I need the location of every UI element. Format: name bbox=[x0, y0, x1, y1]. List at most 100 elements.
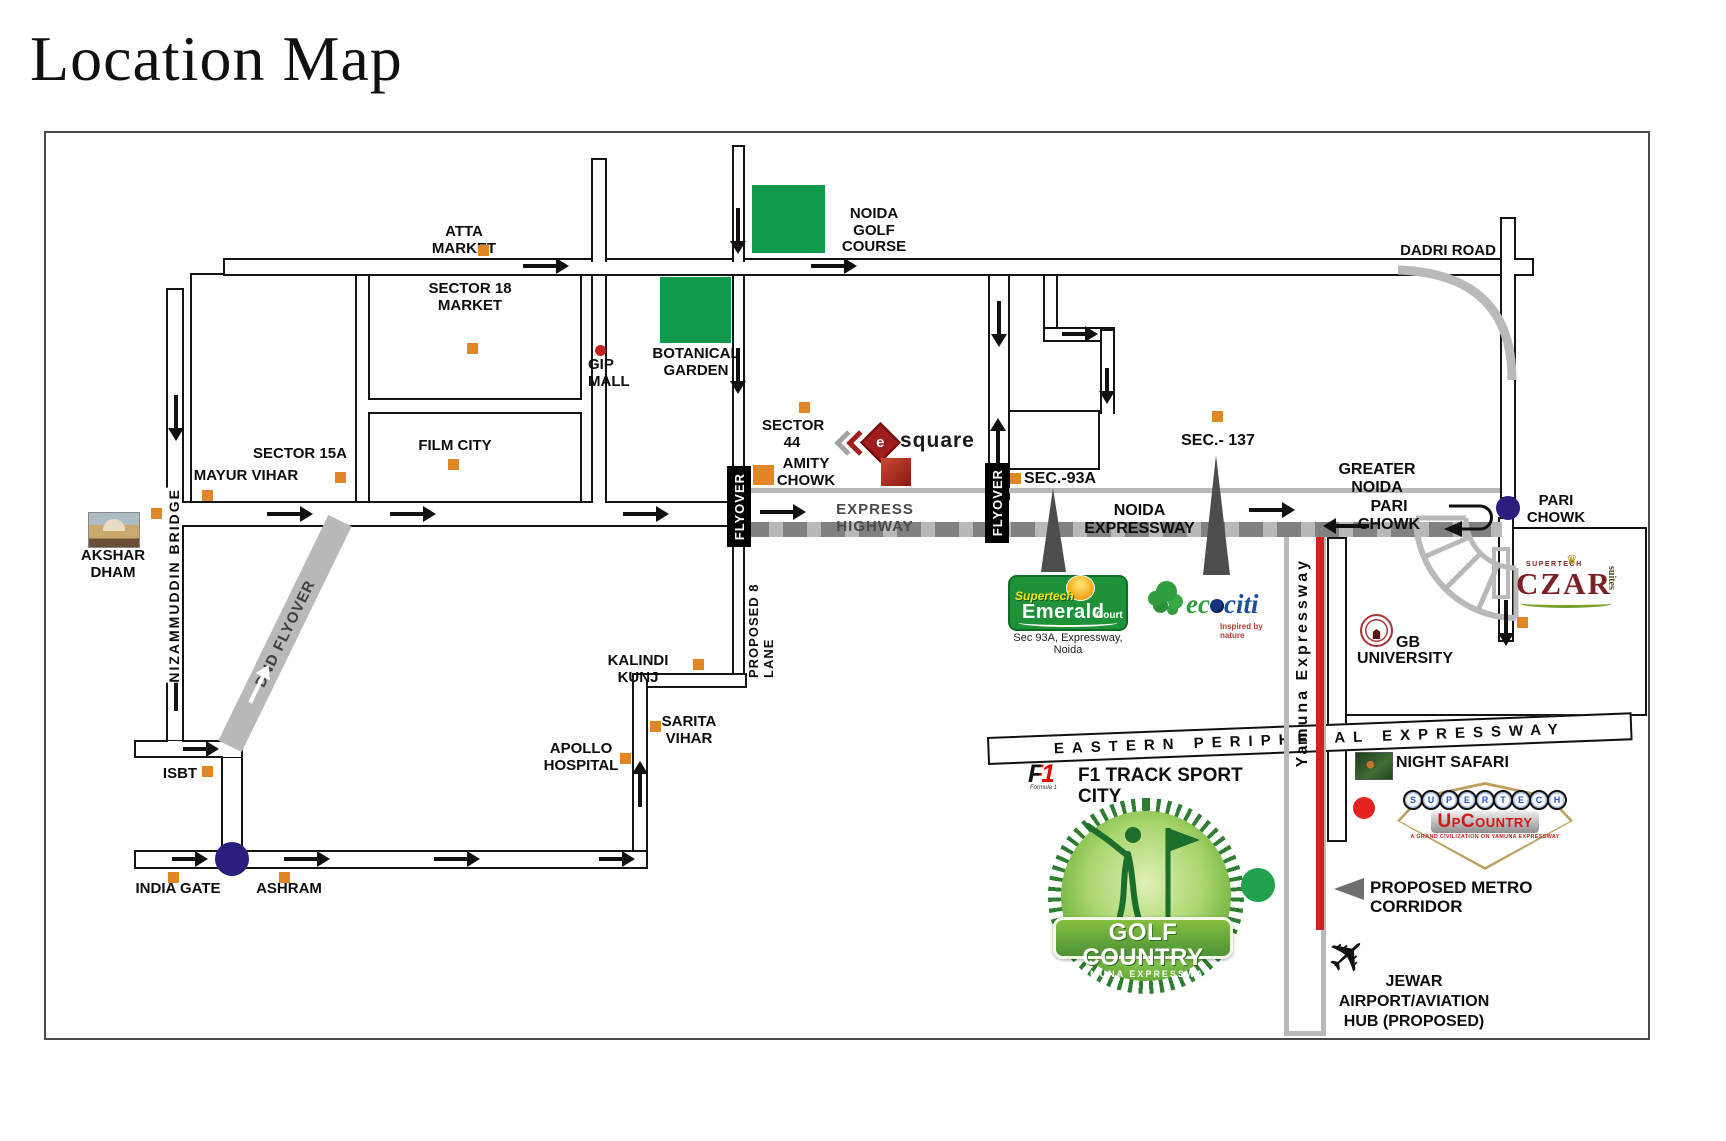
ecociti-tagline: Inspired by nature bbox=[1220, 622, 1263, 640]
label-sec137: SEC.- 137 bbox=[1181, 432, 1255, 449]
right-arrow-icon bbox=[434, 851, 480, 867]
yamuna-label: Yamuna Expressway bbox=[1294, 557, 1311, 768]
upcountry-letter: E bbox=[1457, 790, 1477, 810]
gb-building-icon bbox=[1372, 629, 1381, 639]
india-gate-marker bbox=[168, 872, 179, 883]
upcountry-letter: R bbox=[1475, 790, 1495, 810]
apollo-hospital-marker bbox=[620, 753, 631, 764]
right-arrow-icon bbox=[267, 506, 313, 522]
label-proposed-8-lane: PROPOSED 8 LANE bbox=[746, 583, 776, 678]
nizammuddin-label-box: NIZAMMUDDIN BRIDGE bbox=[160, 430, 188, 740]
right-arrow-icon bbox=[390, 506, 436, 522]
f1-formula-text: Formula 1 bbox=[1030, 785, 1058, 791]
down-arrow-icon bbox=[1105, 368, 1109, 392]
mayur-vihar-marker bbox=[202, 490, 213, 501]
kalindi-kunj-marker bbox=[693, 659, 704, 670]
esquare-logo: e square bbox=[834, 421, 974, 464]
proposed-8-lane-box: PROPOSED 8 LANE bbox=[746, 550, 776, 678]
label-atta-market: ATTA MARKET bbox=[431, 223, 497, 257]
label-india-gate: INDIA GATE bbox=[135, 880, 221, 897]
down-arrow-icon bbox=[997, 301, 1001, 335]
akshar-dham-photo bbox=[88, 512, 140, 548]
down-arrow-icon bbox=[1504, 600, 1508, 634]
yamuna-label-box: Yamuna Expressway bbox=[1289, 545, 1317, 780]
block-sector18 bbox=[368, 273, 582, 400]
label-sec93a: SEC.-93A bbox=[1024, 470, 1097, 487]
golfer-icon bbox=[1085, 823, 1200, 935]
junction-patch bbox=[223, 746, 241, 757]
metro-left-triangle-icon bbox=[1334, 878, 1364, 900]
junction-patch bbox=[593, 260, 605, 274]
sarita-vihar-marker bbox=[650, 721, 661, 732]
upcountry-letter: T bbox=[1493, 790, 1513, 810]
junction-patch bbox=[734, 675, 743, 685]
czar-name: CZAR bbox=[1516, 566, 1612, 601]
right-arrow-icon bbox=[183, 741, 219, 757]
down-arrow-icon bbox=[736, 208, 740, 242]
emerald-brand: Supertech bbox=[1015, 589, 1074, 603]
right-arrow-icon bbox=[284, 851, 330, 867]
flyover-banner-east-label: FLYOVER bbox=[989, 469, 1005, 537]
label-noida-expressway: NOIDA EXPRESSWAY bbox=[1084, 502, 1195, 537]
flyover-banner-west-label: FLYOVER bbox=[731, 472, 747, 541]
label-dadri-road: DADRI ROAD bbox=[1400, 242, 1496, 259]
yamuna-left-edge bbox=[1284, 537, 1289, 1035]
label-sector-44: SECTOR 44 bbox=[762, 417, 825, 451]
express-highway-top-line bbox=[745, 488, 1500, 493]
label-nizammuddin: NIZAMMUDDIN BRIDGE bbox=[166, 487, 182, 683]
label-isbt: ISBT bbox=[162, 765, 198, 782]
emerald-name: Emerald bbox=[1022, 601, 1105, 623]
upcountry-letter: S bbox=[1403, 790, 1423, 810]
atta-market-marker bbox=[478, 245, 489, 256]
road-night-safari bbox=[1327, 537, 1347, 842]
emerald-caption: Sec 93A, Expressway, Noida bbox=[1013, 632, 1123, 656]
page-title: Location Map bbox=[30, 23, 403, 94]
label-proposed-metro: PROPOSED METRO CORRIDOR bbox=[1370, 878, 1533, 916]
label-film-city: FILM CITY bbox=[418, 437, 492, 454]
amity-chowk-marker bbox=[753, 465, 774, 485]
film-city-marker bbox=[448, 459, 459, 470]
f1-logo-text: F1 bbox=[1028, 760, 1055, 788]
junction-patch bbox=[734, 260, 743, 274]
junction-patch bbox=[634, 679, 646, 690]
upcountry-letter: P bbox=[1439, 790, 1459, 810]
junction-patch bbox=[168, 741, 182, 755]
junction-patch bbox=[593, 500, 605, 505]
junction-patch bbox=[1102, 408, 1113, 415]
right-arrow-icon bbox=[623, 506, 669, 522]
czar-brand: SUPERTECH bbox=[1526, 561, 1583, 568]
czar-swoosh bbox=[1520, 599, 1612, 608]
label-akshar-dham: AKSHAR DHAM bbox=[80, 547, 146, 581]
junction-patch bbox=[1045, 260, 1056, 274]
right-arrow-icon bbox=[811, 258, 857, 274]
junction-patch bbox=[1502, 260, 1518, 274]
sector-44-marker bbox=[799, 402, 810, 413]
akshar-dham-marker bbox=[151, 508, 162, 519]
label-apollo-hospital: APOLLO HOSPITAL bbox=[543, 740, 619, 774]
up-arrow-icon bbox=[996, 430, 1000, 464]
upcountry-site-dot bbox=[1353, 797, 1375, 819]
label-kalindi-kunj: KALINDI KUNJ bbox=[607, 652, 669, 686]
junction-patch bbox=[179, 503, 186, 525]
label-pari-chowk-west: PARI CHOWK bbox=[1357, 498, 1421, 533]
esquare-diamond-icon: e bbox=[859, 421, 902, 464]
sector18-marker bbox=[467, 343, 478, 354]
label-botanical-garden: BOTANICAL GARDEN bbox=[652, 345, 740, 379]
golf-country-site-dot bbox=[1241, 868, 1275, 902]
ecociti-part2: citi bbox=[1223, 589, 1259, 619]
ecociti-part1: ec bbox=[1186, 589, 1210, 619]
upcountry-tagline: A GRAND CIVILIZATION ON YAMUNA EXPRESSWA… bbox=[1410, 834, 1560, 840]
block-sec93a bbox=[1003, 410, 1100, 470]
right-arrow-icon bbox=[760, 504, 806, 520]
sec137-marker bbox=[1212, 411, 1223, 422]
india-gate-junction-dot bbox=[215, 842, 249, 876]
label-gb-university: UNIVERSITY bbox=[1356, 650, 1453, 667]
golf-country-sub: YAMUNA EXPRESSWAY bbox=[1074, 969, 1212, 979]
down-arrow-icon bbox=[174, 395, 178, 429]
label-noida-golf-course: NOIDA GOLF COURSE bbox=[841, 205, 907, 255]
label-sector-15a: SECTOR 15A bbox=[253, 445, 347, 462]
